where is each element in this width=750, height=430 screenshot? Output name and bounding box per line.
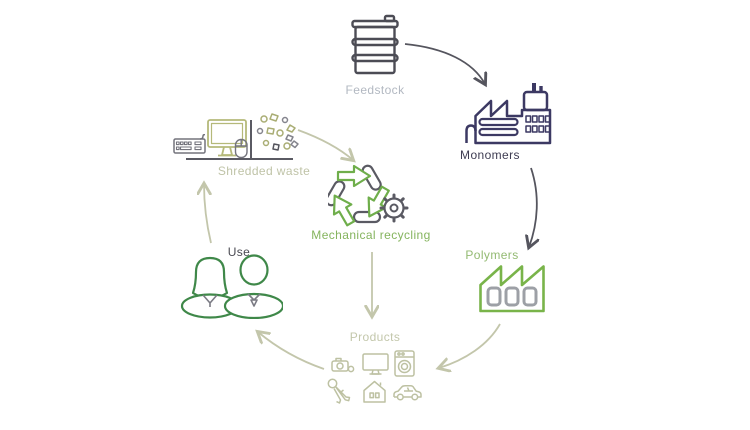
mouse-icon [234, 138, 248, 159]
arrow-products-to-use [258, 332, 325, 370]
arrow-use-to-shredded-waste [204, 184, 212, 244]
people-icon [180, 254, 283, 319]
use-label: Use [227, 245, 251, 259]
car-icon [393, 385, 422, 401]
tv-monitor-icon [362, 353, 389, 375]
arrow-feedstock-to-monomers [404, 43, 485, 84]
recycle-gear-icon [328, 164, 409, 227]
arrow-polymers-to-products [439, 323, 501, 368]
product-set-icons [326, 350, 432, 406]
gear-icon [379, 193, 409, 223]
washing-machine-icon [394, 350, 415, 377]
polymers-label: Polymers [465, 248, 519, 262]
monomers-factory-icon [465, 83, 552, 145]
man-figure [223, 254, 283, 319]
keys-icon [327, 378, 351, 404]
feedstock-label: Feedstock [345, 83, 405, 97]
house-icon [363, 380, 386, 403]
workstation-shred-icon [170, 108, 300, 164]
arrow-monomers-to-polymers [529, 167, 537, 247]
mechanical-recycling-label: Mechanical recycling [311, 228, 431, 242]
divider-line [250, 120, 252, 160]
camera-icon [331, 357, 355, 373]
keyboard-icon [173, 134, 206, 154]
monomers-label: Monomers [460, 148, 520, 162]
products-label: Products [349, 330, 401, 344]
polymers-factory-icon [479, 265, 545, 313]
shredded-waste-label: Shredded waste [217, 164, 311, 178]
table-line [186, 158, 293, 160]
arrow-shredded-waste-to-recycling [297, 129, 353, 160]
shredded-pieces-icon [256, 113, 299, 151]
monitor-icon [207, 119, 247, 157]
oil-drum-icon [351, 14, 399, 75]
